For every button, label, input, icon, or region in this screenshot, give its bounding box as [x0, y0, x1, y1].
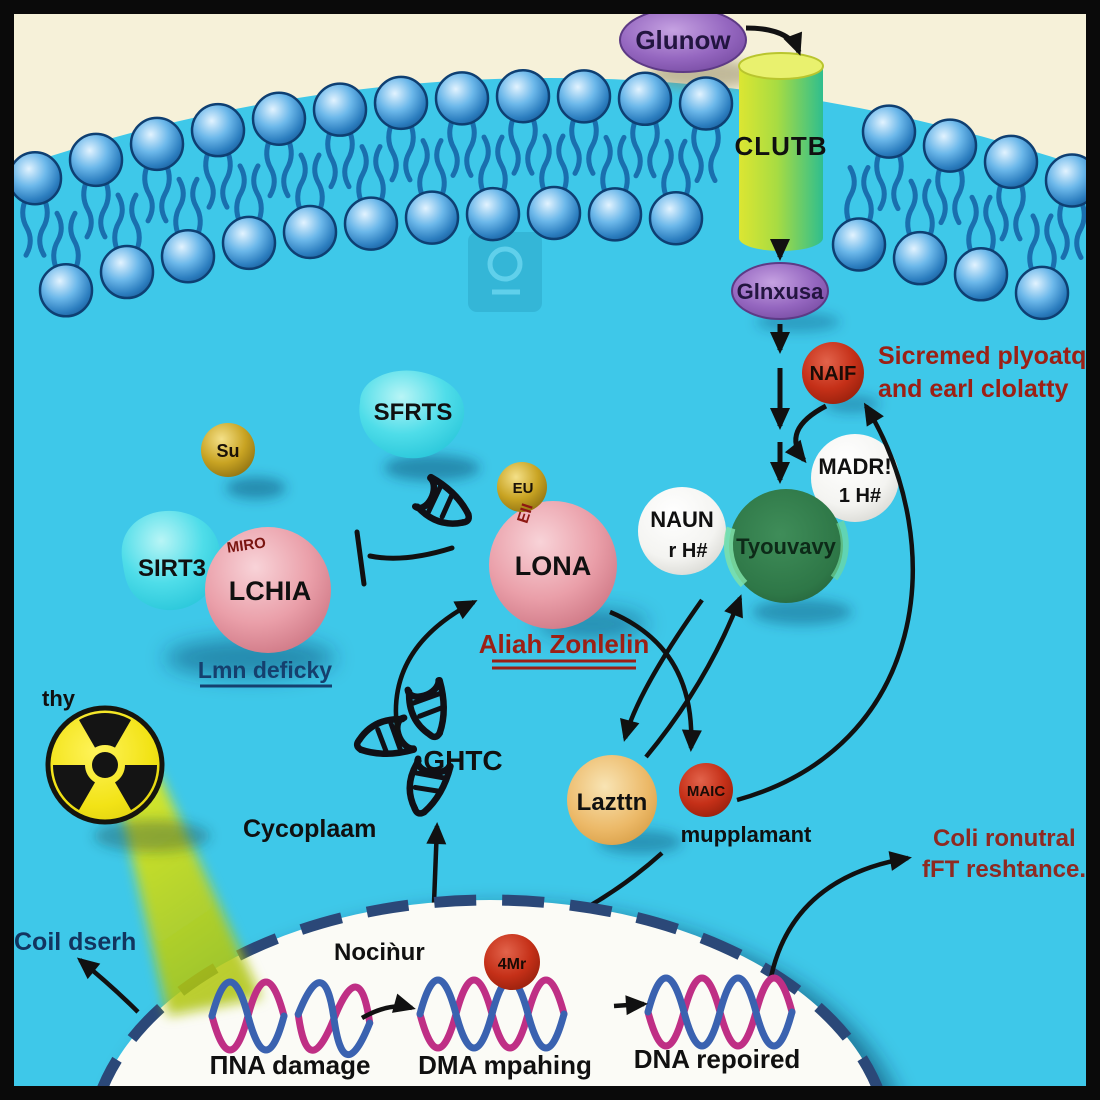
- nad-plus-label: NAIF: [810, 363, 857, 385]
- phospholipid-bilayer: [7, 68, 1100, 321]
- ldha-high-sphere: EU EII LONA: [412, 462, 617, 629]
- sirt-left-label: SIRT3: [138, 555, 206, 582]
- extracellular-space: [14, 14, 1086, 168]
- inhibition-tbar: [354, 529, 455, 587]
- faint-watermark: [468, 232, 542, 312]
- glycolysis-note-line1: Sicremed plyoatqoln: [878, 342, 1100, 370]
- ldha-low-caption-text: Lmn deficky: [198, 657, 332, 683]
- arrow-nucleus-to-death: [76, 957, 140, 1014]
- supplement-label: mupplamant: [681, 822, 812, 847]
- nadh-circle-left: NAUN r H#: [638, 487, 726, 575]
- nucleus-nad-label: 4Mr: [498, 956, 526, 973]
- dna-repairing-icon: [416, 976, 568, 1052]
- lactate-circle: Lazttn: [567, 755, 657, 845]
- nadh-circle-right: MADR! 1 H#: [811, 434, 899, 522]
- dna-repaired-label: DNA repoired: [634, 1044, 801, 1074]
- survival-line1: Coli ronutral: [933, 825, 1076, 852]
- sirt-top-shadow: [384, 455, 480, 481]
- glucose-extracellular: Glunow: [619, 7, 747, 73]
- ldha-high-caption-text: Aliah Zonlelin: [479, 629, 649, 659]
- cell-death-label: Coil dserh: [14, 928, 136, 956]
- sirt5-blob-top: SFRTS: [359, 370, 465, 459]
- dna-damaged-icon: [208, 978, 288, 1054]
- glucose-extracellular-label: Glunow: [635, 25, 731, 55]
- arrow-nucleus-to-survival: [767, 851, 912, 983]
- nadh-left-line2: r H#: [669, 540, 708, 562]
- dna-damaged-icon-2: [294, 979, 374, 1058]
- glycolysis-note-line2: and earl clolatty: [878, 375, 1068, 403]
- arrow-nucleus-to-ghtc: [426, 822, 447, 904]
- survival-line2: fFT reshtance.: [922, 856, 1086, 883]
- nucleus-nad-circle: 4Mr: [484, 934, 540, 990]
- nadh-right-line1: MADR!: [818, 454, 891, 479]
- ldha-left-label: LCHIA: [229, 576, 312, 606]
- sirt-top-label: SFRTS: [374, 399, 453, 426]
- pyruvate-label: Tyouvavy: [736, 534, 837, 559]
- succinyl-ball: Su: [201, 423, 255, 477]
- arrow-nad-swoosh: [784, 403, 828, 464]
- cytoplasm-label: Cycoplaam: [243, 815, 376, 843]
- dna-damage-label: ΠNA damage: [210, 1050, 371, 1080]
- su-shadow: [226, 477, 286, 499]
- arrow-damage-to-repairing: [360, 993, 416, 1020]
- glut-label: CLUTB: [734, 131, 827, 161]
- lactate-label: Lazttn: [577, 789, 648, 816]
- nad-small-label: MAIC: [687, 783, 725, 800]
- arrow-ghtc-to-ldha: [393, 600, 478, 745]
- arrow-ldha-to-nad: [609, 609, 702, 752]
- radiation-shadow: [94, 820, 210, 852]
- succinyl-ball-center: [497, 462, 547, 512]
- succinyl-center-label: EU: [513, 480, 534, 497]
- ldha-high-caption: Aliah Zonlelin: [479, 629, 649, 670]
- nucleus-label: Nociǹur: [334, 939, 425, 966]
- ghtc-label: GHTC: [423, 745, 502, 776]
- arrow-glucose-to-glut: [745, 25, 803, 56]
- glut-transporter: CLUTB: [734, 52, 827, 251]
- nadh-right-line2: 1 H#: [839, 485, 881, 507]
- glucose-intracellular: Glnxusa: [731, 262, 829, 320]
- ldha-left-site-label: MIRO: [226, 534, 267, 556]
- ldha-center-label: LONA: [515, 551, 592, 581]
- nadh-left-line1: NAUN: [650, 507, 714, 532]
- ldha-low-caption: Lmn deficky: [198, 657, 332, 688]
- succinyl-center-tag: EII: [515, 502, 537, 526]
- pyruvate-shadow: [752, 599, 852, 625]
- arrow-pyruvate-to-lactate: [620, 598, 704, 742]
- succinyl-ball-label: Su: [216, 441, 239, 461]
- nad-plus-circle: NAIF: [802, 342, 864, 404]
- nad-small-circle: MAIC: [679, 763, 733, 817]
- arrow-lactate-to-pyruvate: [644, 594, 743, 759]
- pyruvate-circle: Tyouvavy: [723, 489, 849, 603]
- ldha-low-complex: SIRT3 MIRO LCHIA: [121, 510, 331, 653]
- ir-label: thy: [42, 686, 76, 711]
- survival-note: Coli ronutral fFT reshtance.: [922, 825, 1086, 883]
- arrow-repairing-to-repaired: [613, 995, 648, 1016]
- glucose-intracellular-label: Glnxusa: [737, 279, 825, 304]
- glycolysis-note: Sicremed plyoatqoln and earl clolatty: [878, 342, 1100, 403]
- radiation-hazard-icon: [45, 705, 165, 825]
- nad-recycle-arrow: [736, 402, 915, 803]
- dna-repaired-icon: [644, 974, 796, 1050]
- dna-repairing-label: DMA mpahing: [418, 1050, 592, 1080]
